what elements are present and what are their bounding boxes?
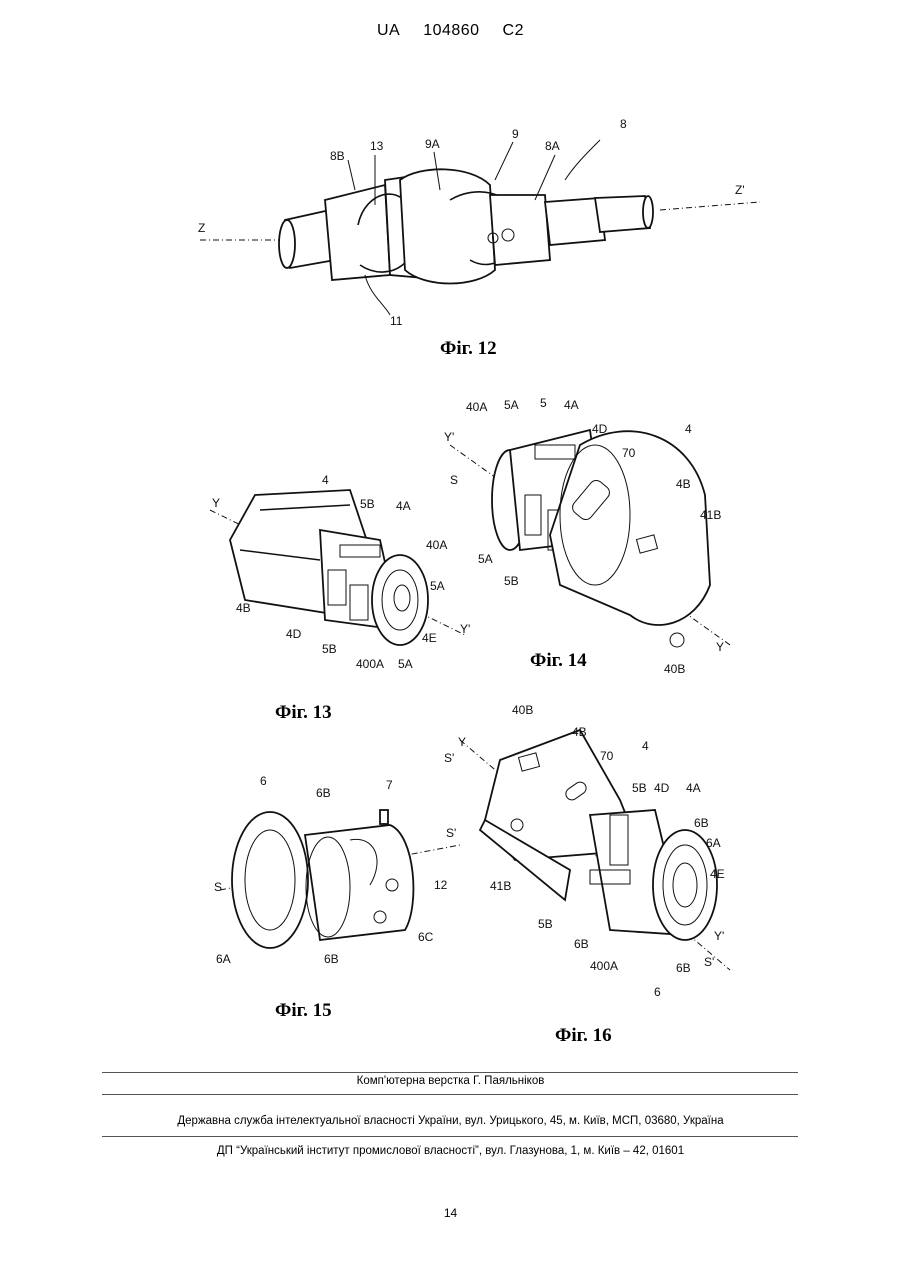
label-4: 4: [322, 473, 329, 487]
figure-15-drawing: 6 6B 7 S' S 12 6A 6B 6C: [210, 765, 470, 975]
header-kind: C2: [503, 22, 524, 39]
label-400A: 400A: [356, 657, 384, 671]
footer-office-address: Державна служба інтелектуальної власност…: [0, 1115, 901, 1127]
footer-layout-credit: Комп'ютерна верстка Г. Паяльніков: [0, 1075, 901, 1087]
footer-institute-address: ДП “Український інститут промислової вла…: [0, 1145, 901, 1157]
label-13: 13: [370, 139, 384, 153]
label-4B: 4B: [236, 601, 251, 615]
label-4A: 4A: [564, 398, 579, 412]
label-6: 6: [260, 774, 267, 788]
figure-16-drawing: 40B Y S' 4B 70 4 5B 4D 4A 6B 6A 4E 41B 5…: [440, 700, 740, 1000]
label-S: S: [214, 880, 222, 894]
label-5B: 5B: [632, 781, 647, 795]
label-4A: 4A: [396, 499, 411, 513]
label-8A: 8A: [545, 139, 560, 153]
caption-fig-12: Фіг. 12: [440, 338, 497, 360]
label-9A: 9A: [425, 137, 440, 151]
header-number: 104860: [423, 22, 479, 39]
label-70: 70: [622, 446, 636, 460]
label-8: 8: [620, 117, 627, 131]
label-8B: 8B: [330, 149, 345, 163]
label-Y: Y: [716, 640, 724, 654]
label-9: 9: [512, 127, 519, 141]
label-Y: Y: [212, 496, 220, 510]
label-11: 11: [390, 314, 403, 328]
caption-fig-13: Фіг. 13: [275, 702, 332, 724]
footer-rule-middle: [102, 1094, 798, 1095]
label-40B: 40B: [512, 703, 533, 717]
page-number: 14: [0, 1206, 901, 1220]
footer-rule-bottom: [102, 1136, 798, 1137]
patent-header: UA 104860 C2: [0, 22, 901, 40]
label-5A: 5A: [504, 398, 519, 412]
label-4: 4: [685, 422, 692, 436]
label-6A: 6A: [216, 952, 231, 966]
label-4A: 4A: [686, 781, 701, 795]
label-5B: 5B: [504, 574, 519, 588]
label-4D: 4D: [654, 781, 670, 795]
footer-rule-top: [102, 1072, 798, 1073]
label-6B: 6B: [694, 816, 709, 830]
label-6B-lower: 6B: [574, 937, 589, 951]
figure-12-drawing: 8B 13 9A 9 8A 8 Z Z' 11: [190, 110, 770, 340]
header-country: UA: [377, 22, 400, 39]
label-6A: 6A: [706, 836, 721, 850]
figure-13-drawing: Y 4 5B 4A 40A 5A 4B 4D 5B 400A 5A 4E Y': [200, 470, 470, 690]
label-Y-prime: Y': [714, 929, 724, 943]
label-S-prime-lower: S': [704, 955, 714, 969]
label-Z-prime: Z': [735, 183, 745, 197]
label-6C: 6C: [418, 930, 434, 944]
label-5A-lower: 5A: [478, 552, 493, 566]
label-5B-lower: 5B: [538, 917, 553, 931]
label-Y: Y: [458, 735, 466, 749]
figure-14-drawing: 40A 5A 5 4A 4D Y' 70 4 S 4B 41B 5A 5B 40…: [440, 385, 740, 675]
label-4E: 4E: [422, 631, 437, 645]
caption-fig-14: Фіг. 14: [530, 650, 587, 672]
label-41B: 41B: [490, 879, 511, 893]
label-4B: 4B: [572, 725, 587, 739]
label-70: 70: [600, 749, 614, 763]
label-Z: Z: [198, 221, 205, 235]
label-6B-bottom: 6B: [676, 961, 691, 975]
label-S-prime: S': [444, 751, 454, 765]
label-4D: 4D: [286, 627, 302, 641]
label-Y-prime: Y': [444, 430, 454, 444]
label-5: 5: [540, 396, 547, 410]
label-40A: 40A: [466, 400, 487, 414]
label-4D: 4D: [592, 422, 608, 436]
label-4E: 4E: [710, 867, 725, 881]
label-5B-lower: 5B: [322, 642, 337, 656]
caption-fig-15: Фіг. 15: [275, 1000, 332, 1022]
label-4: 4: [642, 739, 649, 753]
label-6B-lower: 6B: [324, 952, 339, 966]
label-41B: 41B: [700, 508, 721, 522]
label-5B: 5B: [360, 497, 375, 511]
label-7: 7: [386, 778, 393, 792]
label-5A-lower: 5A: [398, 657, 413, 671]
label-40B: 40B: [664, 662, 685, 676]
label-6B: 6B: [316, 786, 331, 800]
label-4B: 4B: [676, 477, 691, 491]
label-S: S: [450, 473, 458, 487]
label-6: 6: [654, 985, 661, 999]
label-400A: 400A: [590, 959, 618, 973]
caption-fig-16: Фіг. 16: [555, 1025, 612, 1047]
